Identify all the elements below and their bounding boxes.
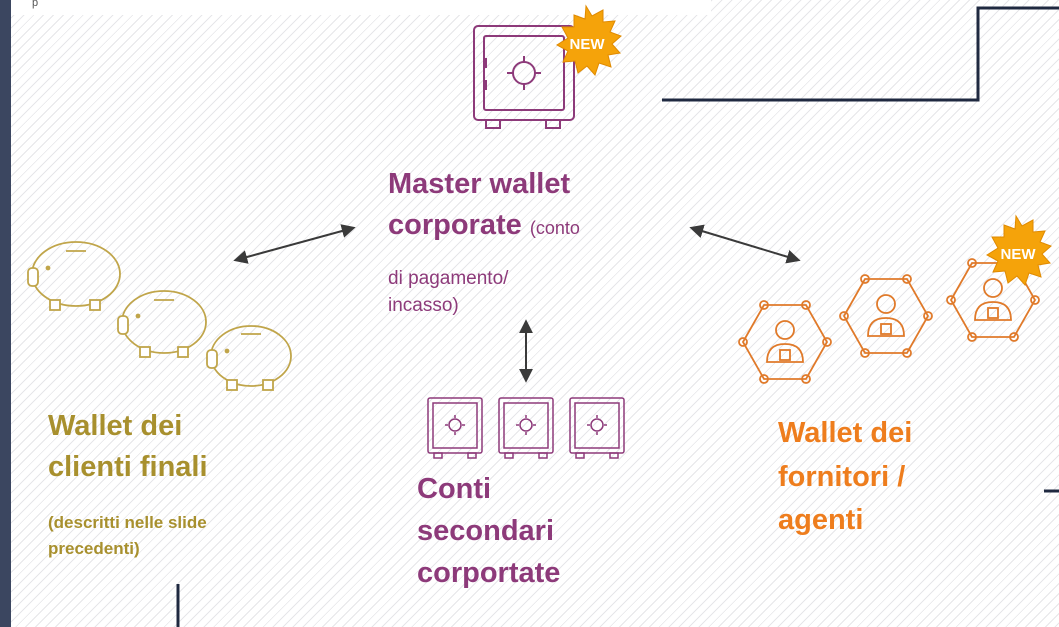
- new-badge-2-label: NEW: [1001, 246, 1037, 263]
- double-arrow-icon: [233, 224, 801, 383]
- secondary-line1: Conti: [417, 473, 492, 505]
- top-text-panel: p: [11, 0, 711, 15]
- suppliers-line1: Wallet dei: [778, 417, 913, 449]
- piggy-bank-icon: [27, 241, 292, 391]
- header-text: p: [32, 0, 39, 9]
- master-safe-icon: [473, 25, 575, 129]
- clients-note2: precedenti): [48, 539, 140, 559]
- master-paren-block: di pagamento/ incasso): [388, 266, 508, 319]
- secondary-safe-icon: [427, 397, 625, 459]
- master-paren-3: incasso): [388, 294, 459, 316]
- secondary-line3: corportate: [417, 557, 561, 590]
- new-badge-icon: [556, 4, 622, 76]
- master-paren-1: (conto: [529, 217, 580, 238]
- left-border: [0, 0, 11, 627]
- master-title-line2: corporate: [388, 208, 522, 241]
- master-wallet-label: Master wallet corporate (conto: [388, 164, 688, 245]
- clients-wallet-label: Wallet dei clienti finali: [48, 406, 208, 487]
- secondary-accounts-label: Conti secondari corportate: [417, 468, 560, 594]
- master-title-line1: Master wallet: [388, 168, 571, 200]
- suppliers-line3: agenti: [778, 504, 864, 536]
- secondary-line2: secondari: [417, 515, 554, 548]
- clients-line2: clienti finali: [48, 450, 208, 483]
- suppliers-line2: fornitori /: [778, 460, 906, 493]
- clients-line1: Wallet dei: [48, 410, 183, 442]
- connector-lines: [176, 6, 1059, 627]
- new-badge-2-icon: [986, 214, 1052, 286]
- clients-note1: (descritti nelle slide: [48, 513, 207, 532]
- person-hexagon-icon: [738, 258, 1040, 384]
- clients-note: (descritti nelle slide precedenti): [48, 510, 207, 563]
- master-paren-2: di pagamento/: [388, 268, 509, 289]
- suppliers-wallet-label: Wallet dei fornitori / agenti: [778, 412, 912, 543]
- new-badge-label: NEW: [570, 36, 606, 53]
